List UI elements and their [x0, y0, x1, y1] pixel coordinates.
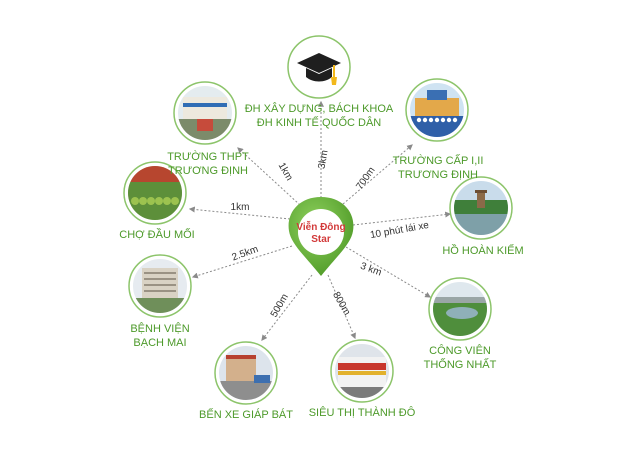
hoan-kiem-photo: [454, 181, 508, 235]
bach-mai-hospital-photo: [133, 259, 187, 313]
distance-label-dau-moi-market: 1km: [231, 202, 250, 213]
distance-label-thong-nhat-park: 3 km: [359, 261, 383, 279]
label-line: TRƯƠNG ĐỊNH: [398, 169, 478, 181]
high-school-photo: [178, 86, 232, 140]
node-primary-school: [405, 78, 469, 142]
pin-title-line1: Viễn Đông: [296, 220, 345, 233]
label-bach-mai-hospital: BỆNH VIỆN BẠCH MAI: [60, 322, 260, 350]
arrow-primary-school: [342, 144, 413, 205]
node-hoan-kiem: [449, 176, 513, 240]
label-line: CHỢ ĐẦU MỐI: [119, 229, 195, 241]
label-hoan-kiem: HỒ HOÀN KIẾM: [383, 244, 583, 258]
arrow-dau-moi-market: [188, 206, 291, 220]
label-line: CÔNG VIÊN: [429, 345, 491, 357]
label-line: THỐNG NHẤT: [423, 359, 497, 371]
label-line: HỒ HOÀN KIẾM: [442, 245, 524, 257]
thanh-do-market-photo: [335, 344, 389, 398]
node-university: [287, 35, 351, 99]
label-line: TRƯỜNG CẤP I,II: [392, 155, 484, 167]
arrow-bach-mai-hospital: [191, 245, 293, 279]
distance-label-thanh-do-market: 800m: [330, 290, 352, 317]
distance-label-giap-bat-station: 500m: [269, 292, 291, 319]
distance-label-hoan-kiem: 10 phút lái xe: [369, 220, 430, 241]
label-line: BỆNH VIỆN: [130, 323, 190, 335]
nodes-layer: [123, 35, 513, 405]
label-line: ĐH XÂY DỰNG, BÁCH KHOA: [244, 103, 394, 115]
pin-inner-circle: [298, 209, 344, 255]
label-dau-moi-market: CHỢ ĐẦU MỐI: [57, 228, 257, 242]
arrow-thong-nhat-park: [345, 246, 432, 298]
graduation-cap-icon: [297, 53, 341, 85]
label-high-school: TRƯỜNG THPT TRƯƠNG ĐỊNH: [108, 150, 308, 178]
label-thong-nhat-park: CÔNG VIÊN THỐNG NHẤT: [360, 344, 560, 372]
label-line: BẠCH MAI: [133, 337, 187, 349]
label-giap-bat-station: BẾN XE GIÁP BÁT: [146, 408, 346, 422]
label-line: TRƯỜNG THPT: [167, 151, 249, 163]
node-thanh-do-market: [330, 339, 394, 403]
giap-bat-station-photo: [219, 346, 273, 400]
node-thong-nhat-park: [428, 277, 492, 341]
label-line: SIÊU THỊ THÀNH ĐÔ: [308, 407, 416, 419]
primary-school-photo: [410, 83, 464, 137]
node-giap-bat-station: [214, 341, 278, 405]
arrow-hoan-kiem: [352, 211, 452, 226]
label-thanh-do-market: SIÊU THỊ THÀNH ĐÔ: [262, 406, 462, 420]
node-dau-moi-market: [123, 161, 187, 225]
arrow-giap-bat-station: [261, 274, 313, 341]
node-high-school: [173, 81, 237, 145]
label-primary-school: TRƯỜNG CẤP I,II TRƯƠNG ĐỊNH: [338, 154, 538, 182]
arrow-thanh-do-market: [327, 274, 356, 340]
label-line: ĐH KINH TẾ QUỐC DÂN: [256, 117, 382, 129]
label-line: BẾN XE GIÁP BÁT: [199, 409, 293, 421]
center-pin: Viễn Đông Star: [288, 197, 354, 276]
node-bach-mai-hospital: [128, 254, 192, 318]
pin-title-line2: Star: [311, 234, 331, 245]
distance-label-university: 3km: [316, 149, 330, 170]
label-university: ĐH XÂY DỰNG, BÁCH KHOA ĐH KINH TẾ QUỐC DÂ…: [219, 102, 419, 130]
label-line: TRƯƠNG ĐỊNH: [168, 165, 248, 177]
